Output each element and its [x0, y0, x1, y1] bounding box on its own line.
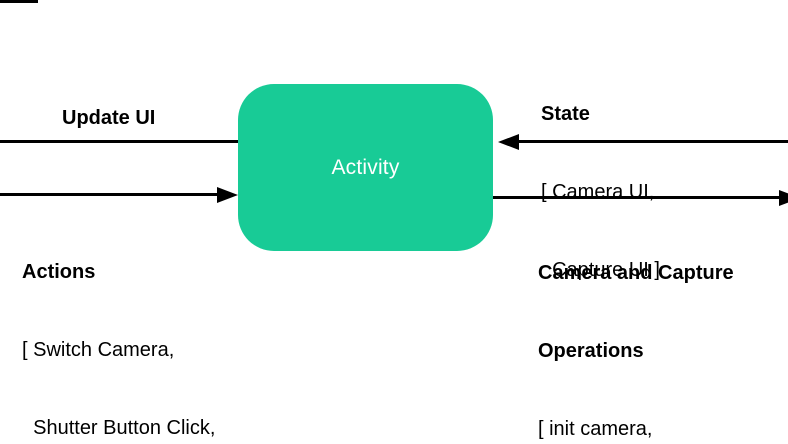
actions-line: Shutter Button Click, [22, 417, 216, 439]
arrowhead-right-icon [217, 186, 238, 203]
camera-ops-line: [ init camera, [538, 418, 653, 440]
state-title: State [541, 103, 590, 125]
activity-box: Activity [238, 84, 493, 251]
arrowhead-left-icon [498, 133, 519, 150]
actions-arrow-line [0, 193, 220, 196]
activity-box-label: Activity [331, 155, 400, 179]
actions-title: Actions [22, 261, 96, 283]
update-ui-label: Update UI [62, 107, 156, 129]
camera-ops-arrow-line [493, 196, 788, 199]
state-line: Capture UI ] [541, 259, 660, 281]
actions-label-block: Actions [ Switch Camera, Shutter Button … [22, 207, 264, 444]
actions-line: [ Switch Camera, [22, 339, 175, 361]
state-arrow-line [517, 140, 788, 143]
update-ui-arrow-line [0, 140, 238, 143]
arrowhead-right-edge-icon [779, 189, 788, 206]
camera-ops-title: Operations [538, 340, 644, 362]
top-left-bar [0, 0, 38, 3]
state-label-block: State [ Camera UI, Capture UI ] [541, 49, 660, 335]
state-line: [ Camera UI, [541, 181, 655, 203]
camera-ops-title: Camera and Capture [538, 262, 734, 284]
camera-ops-label-block: Camera and Capture Operations [ init cam… [538, 208, 734, 444]
